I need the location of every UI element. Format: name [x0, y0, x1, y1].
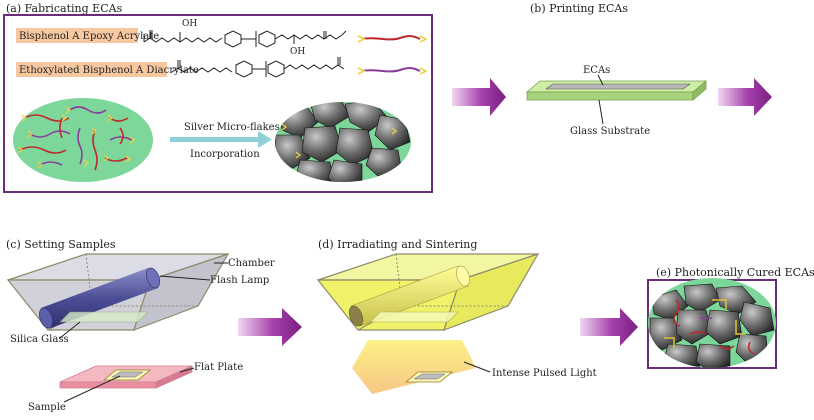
flash-lamp-label: Flash Lamp: [210, 275, 269, 286]
chamber-label: Chamber: [228, 258, 275, 269]
intense-pulsed-light-cone: [352, 340, 476, 394]
silica-glass-irradiating: [369, 311, 459, 323]
sample-leader-line: [63, 375, 121, 403]
plate-leader-line: [179, 367, 195, 373]
lamp-leader-line: [159, 275, 211, 281]
flow-arrow-a-to-b: [452, 78, 506, 116]
sample-irradiating: [404, 371, 454, 383]
molecule-ethoxylated-diacrylate: [171, 57, 345, 78]
intense-pulsed-light-label: Intense Pulsed Light: [492, 368, 597, 379]
silica-leader-line: [59, 321, 81, 339]
sample-label: Sample: [28, 402, 66, 413]
panel-d-caption: (d) Irradiating and Sintering: [318, 238, 477, 251]
light-leader-line: [463, 361, 491, 373]
chain-icon-ethoxylated: [357, 67, 428, 75]
silver-flake-composite: [275, 102, 411, 182]
flat-plate-label: Flat Plate: [194, 362, 243, 373]
tag-box-ethoxylated: [16, 62, 167, 77]
flash-lamp-lit-icon: [349, 265, 470, 327]
resin-mixture-ellipse: [13, 98, 153, 182]
process-arrow: [170, 131, 272, 148]
silica-glass: [59, 311, 149, 323]
flow-arrow-c-to-d: [238, 308, 302, 346]
glass-substrate-label: Glass Substrate: [570, 126, 650, 137]
ecas-leader-line: [597, 74, 604, 86]
tag-box-epoxy: [16, 28, 138, 43]
panel-c-caption: (c) Setting Samples: [6, 238, 116, 251]
ecas-strip: [545, 83, 691, 90]
silica-glass-label: Silica Glass: [10, 334, 69, 345]
ecas-label: ECAs: [583, 65, 610, 76]
tag-ethoxylated-label: Ethoxylated Bisphenol A Diacrylate: [19, 65, 199, 76]
molecule-epoxy-acrylate: [143, 30, 347, 48]
panel-a-frame: [3, 14, 433, 193]
oh-label-2: OH: [290, 47, 305, 57]
tag-epoxy-label: Bisphenol A Epoxy Acrylate: [19, 31, 159, 42]
substrate-leader-line: [598, 99, 604, 125]
process-label-line1: Silver Micro-flakes: [184, 122, 280, 133]
panel-e-caption: (e) Photonically Cured ECAs: [656, 266, 814, 279]
chain-icon-epoxy: [357, 35, 428, 43]
panel-b-caption: (b) Printing ECAs: [530, 2, 628, 15]
oh-label-1: OH: [182, 19, 197, 29]
flow-arrow-b-out: [718, 78, 772, 116]
cured-ecas-ellipse: [648, 278, 776, 368]
flow-arrow-d-to-e: [580, 308, 638, 346]
process-label-line2: Incorporation: [190, 149, 260, 160]
panel-a-caption: (a) Fabricating ECAs: [6, 2, 123, 15]
